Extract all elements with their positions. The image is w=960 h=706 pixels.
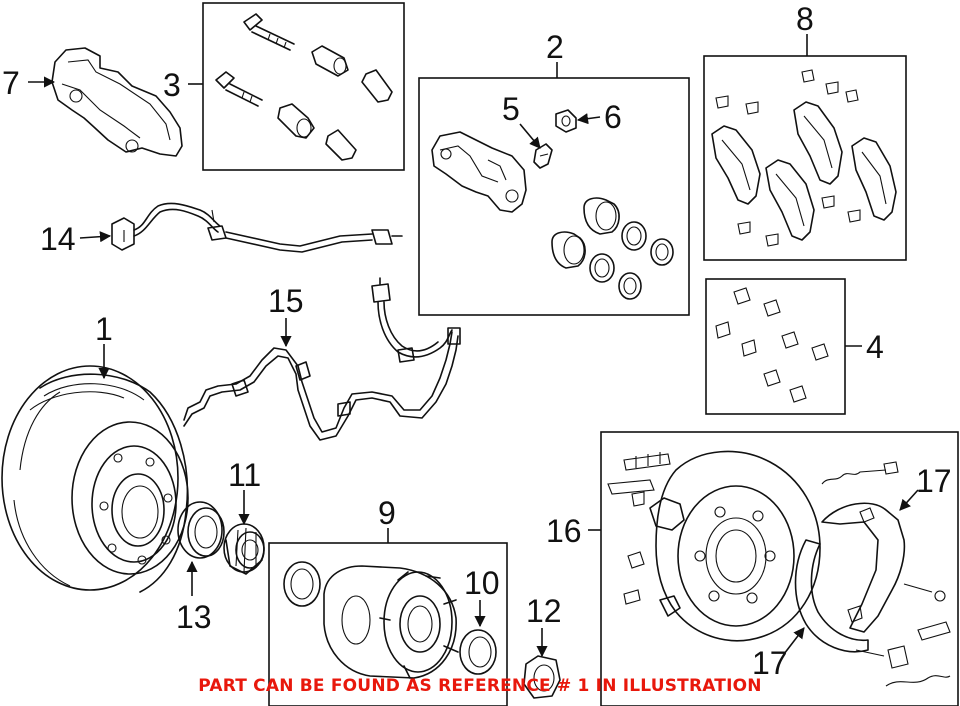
leader-lines [28, 34, 919, 658]
callout-3: 3 [163, 67, 181, 103]
callout-4: 4 [866, 329, 884, 365]
abs-sensor-harness [183, 277, 461, 441]
clips-box [705, 278, 846, 415]
brake-rotor [1, 365, 189, 593]
caliper-pistons-seals [551, 197, 674, 300]
callout-17-upper: 17 [916, 463, 952, 499]
bolt-kit-box [202, 2, 405, 171]
callout-12: 12 [526, 593, 562, 629]
callout-14: 14 [40, 221, 76, 257]
callout-8: 8 [796, 1, 814, 37]
pad-clips [715, 287, 829, 403]
brake-pads [711, 69, 897, 247]
wheel-hub [283, 561, 459, 679]
parking-brake-shoes [794, 502, 906, 653]
callout-13: 13 [176, 599, 212, 635]
callout-9: 9 [378, 495, 396, 531]
callout-1: 1 [95, 311, 113, 347]
backing-plate [649, 450, 821, 642]
callout-17-lower: 17 [752, 645, 788, 681]
callout-15: 15 [268, 283, 304, 319]
callout-5: 5 [502, 91, 520, 127]
callout-2: 2 [546, 29, 564, 65]
bleeder-screw [533, 143, 553, 169]
callout-16: 16 [546, 513, 582, 549]
caliper-box [418, 77, 690, 316]
reference-note: PART CAN BE FOUND AS REFERENCE # 1 IN IL… [198, 676, 762, 696]
bolt-kit [215, 13, 393, 161]
callout-11: 11 [228, 457, 261, 493]
pads-box [703, 55, 907, 261]
grease-seal [177, 501, 225, 559]
bleeder-cap [555, 109, 577, 133]
callout-6: 6 [604, 99, 622, 135]
callout-10: 10 [464, 565, 500, 601]
backing-plate-box [600, 431, 959, 706]
wear-sensor-harness [111, 202, 403, 253]
callout-numbers: 7 3 2 5 6 8 4 14 15 1 11 13 9 10 12 16 1… [2, 1, 952, 681]
caliper-bracket [51, 47, 183, 157]
callout-7: 7 [2, 65, 20, 101]
caliper-assembly [431, 131, 527, 213]
inner-seal [459, 629, 497, 675]
outer-bearing [223, 523, 265, 575]
